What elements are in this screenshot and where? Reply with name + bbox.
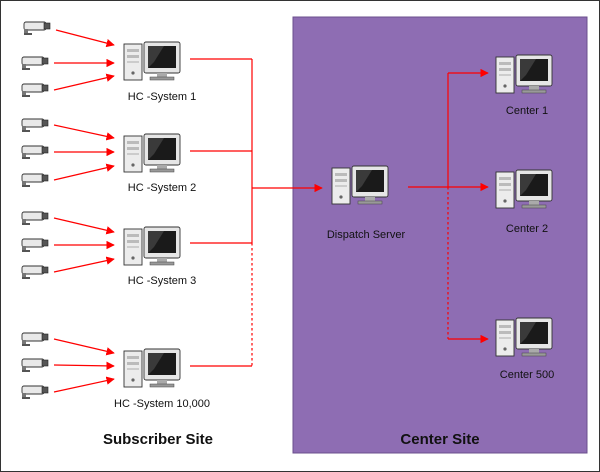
- system-label: HC -System 10,000: [114, 398, 210, 410]
- camera-arrow: [53, 338, 115, 356]
- subscriber-site-label: Subscriber Site: [103, 431, 213, 448]
- camera-arrow: [53, 217, 115, 235]
- center-label: Center 2: [506, 223, 548, 235]
- camera-connections: [53, 29, 115, 393]
- system-label: HC -System 1: [128, 91, 196, 103]
- center-label: Center 1: [506, 105, 548, 117]
- camera-arrow: [53, 73, 115, 91]
- system-connections: [190, 58, 323, 367]
- system-label: HC -System 3: [128, 275, 196, 287]
- center-label: Center 500: [500, 369, 554, 381]
- dispatch-label: Dispatch Server: [327, 229, 406, 241]
- center-connections: [408, 68, 489, 344]
- camera-arrow: [53, 376, 115, 393]
- camera-arrow: [53, 256, 115, 273]
- camera-arrow: [53, 124, 115, 141]
- camera-arrow: [55, 29, 115, 48]
- center-site-label: Center Site: [400, 431, 479, 448]
- camera-arrow: [53, 361, 115, 371]
- camera-arrow: [53, 163, 115, 181]
- system-label: HC -System 2: [128, 182, 196, 194]
